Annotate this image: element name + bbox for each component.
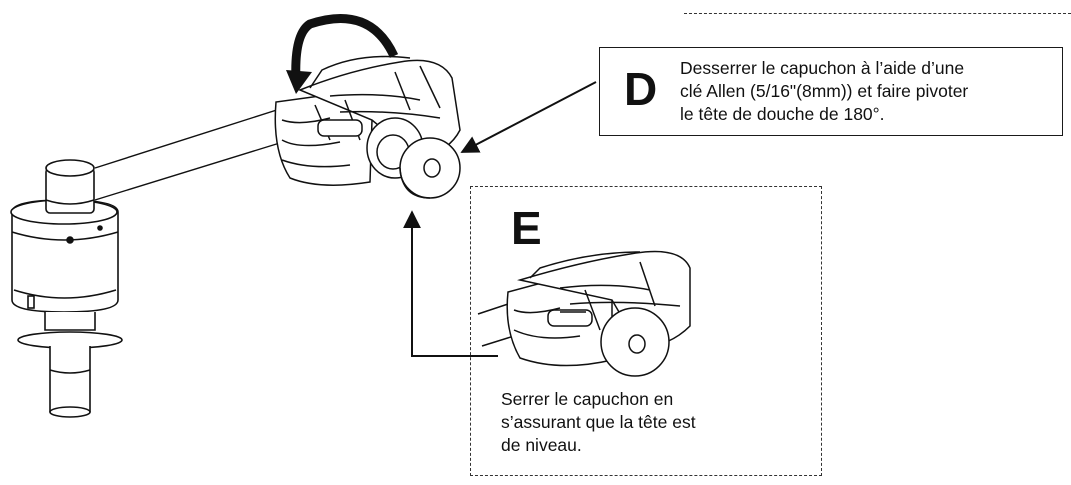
wall-mount	[10, 159, 123, 418]
shower-head-e	[477, 250, 691, 377]
step-e-letter: E	[511, 202, 542, 254]
step-d-line-2: clé Allen (5/16"(8mm)) et faire pivoter	[680, 81, 969, 101]
shower-head-d	[274, 55, 461, 199]
step-e-box: E Serrer le capuchon en s’assurant que l…	[470, 186, 822, 476]
step-d-box: D Desserrer le capuchon à l’aide d’une c…	[599, 47, 1063, 136]
rotate-180-arrow	[286, 13, 399, 94]
arrow-to-cap	[460, 81, 597, 153]
step-e-line-3: de niveau.	[501, 435, 582, 455]
step-d-line-1: Desserrer le capuchon à l’aide d’une	[680, 58, 965, 78]
step-d-instruction: Desserrer le capuchon à l’aide d’une clé…	[680, 57, 1060, 126]
step-d-line-3: le tête de douche de 180°.	[680, 104, 885, 124]
step-e-instruction: Serrer le capuchon en s’assurant que la …	[501, 388, 801, 457]
shower-arm	[94, 107, 284, 201]
step-d-letter: D	[624, 63, 658, 115]
top-dashed-border	[684, 0, 1071, 14]
step-e-line-2: s’assurant que la tête est	[501, 412, 696, 432]
arrow-from-e	[403, 210, 498, 357]
step-e-line-1: Serrer le capuchon en	[501, 389, 674, 409]
